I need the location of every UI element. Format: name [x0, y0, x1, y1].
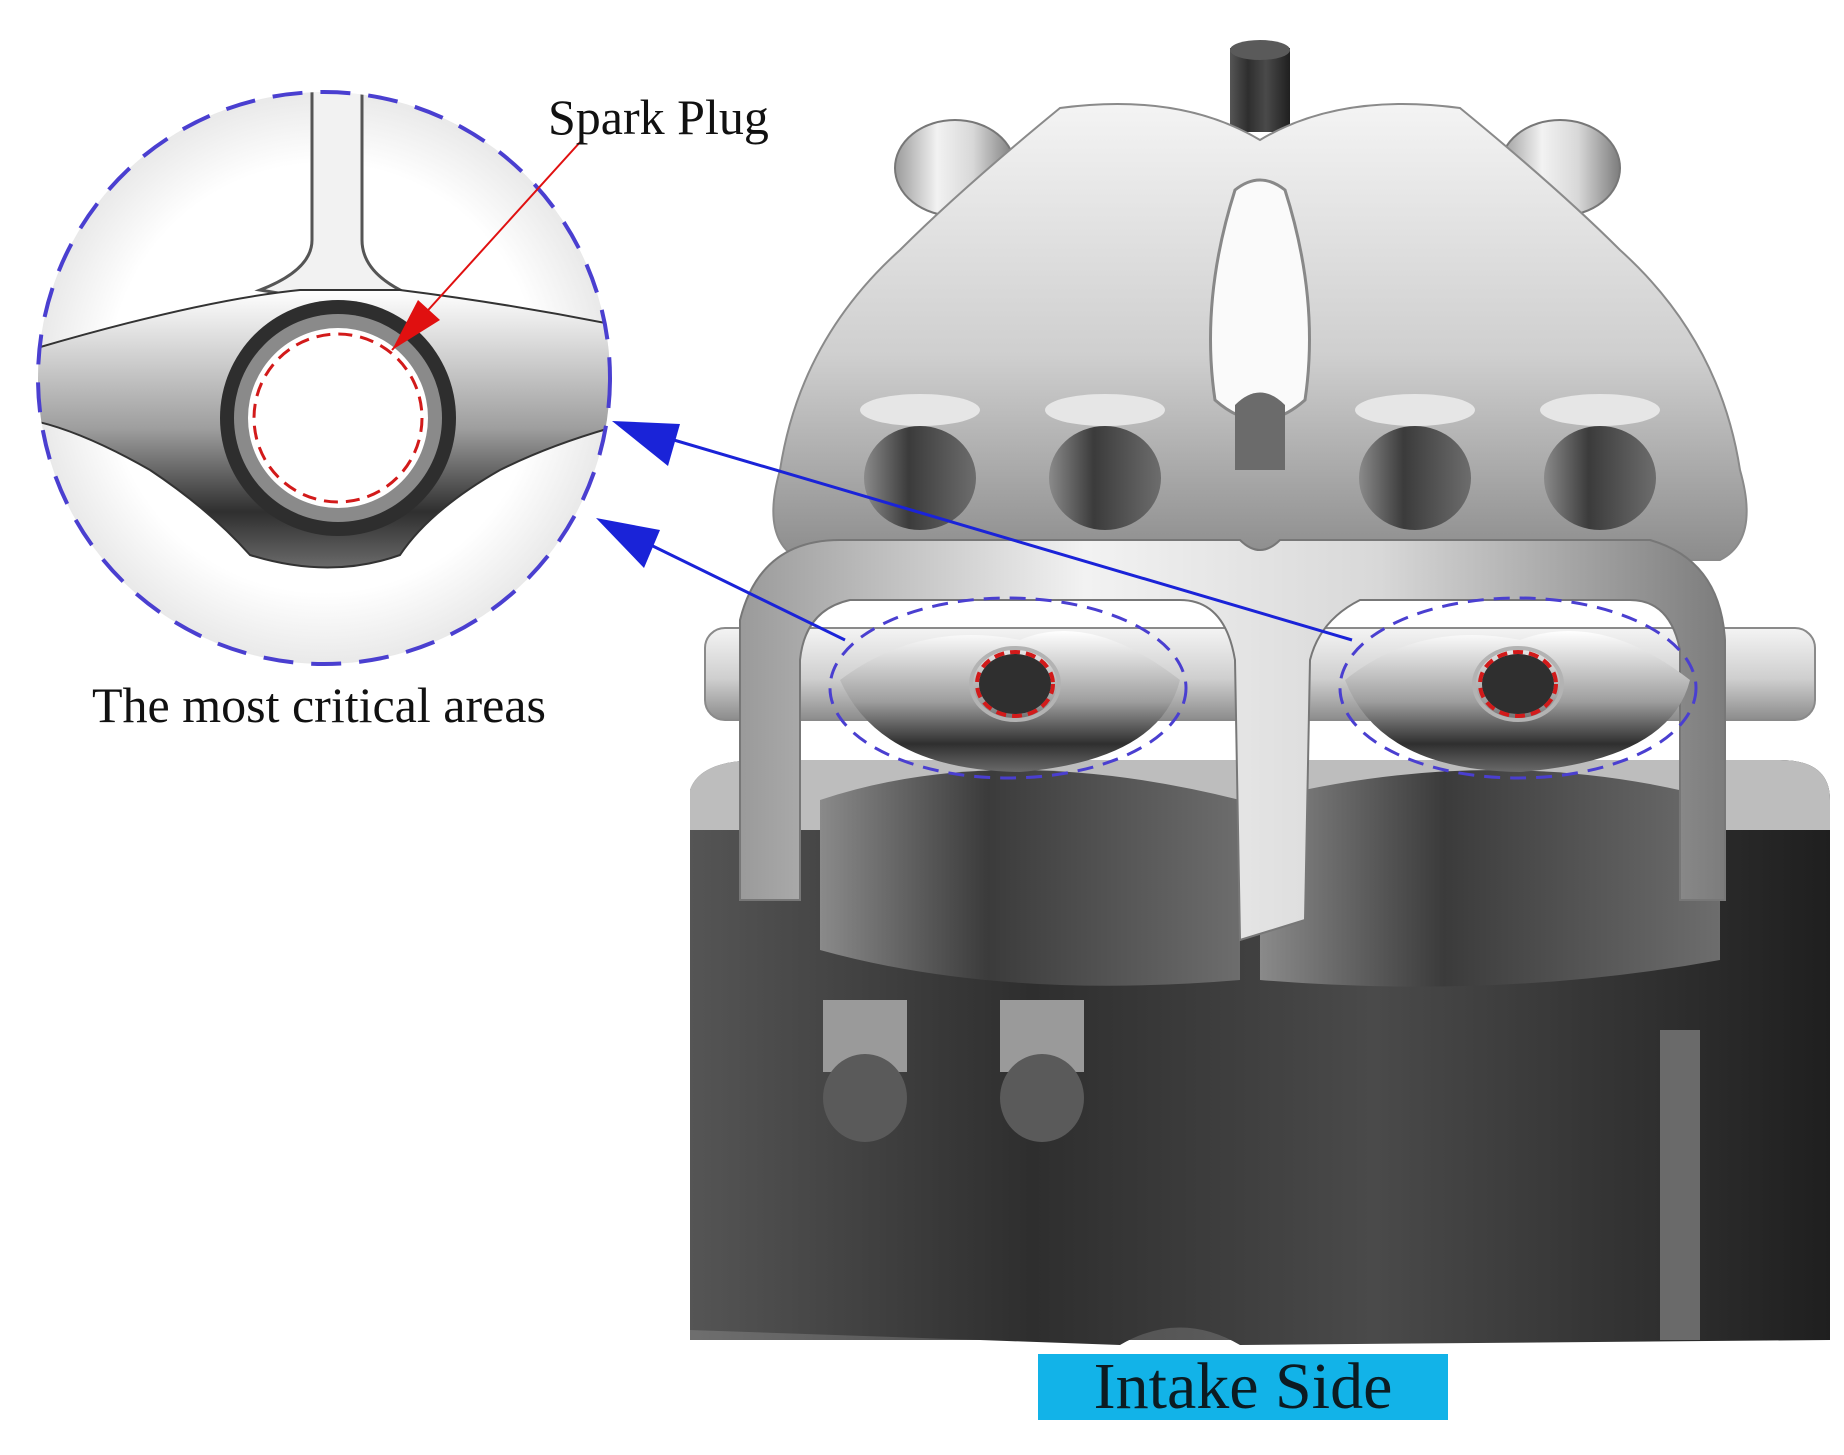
zoom-view	[36, 90, 612, 666]
spark-plug-ring	[252, 332, 424, 504]
critical-area-left	[828, 596, 1188, 780]
spark-ring-right	[1478, 650, 1558, 718]
core-model	[690, 40, 1830, 1345]
top-pin	[1230, 48, 1290, 132]
bottom-pins	[823, 1000, 1084, 1142]
spark-ring-left	[975, 650, 1055, 718]
chamber-left	[840, 631, 1180, 772]
leader-arrow-left	[619, 528, 846, 642]
intake-side-label: Intake Side	[1038, 1354, 1448, 1420]
chamber-right	[1345, 631, 1690, 772]
spark-plug-label: Spark Plug	[548, 89, 769, 145]
leader-arrow-right	[639, 428, 1353, 642]
critical-areas-label: The most critical areas	[92, 677, 546, 733]
critical-area-right	[1338, 596, 1698, 780]
zoom-outline	[36, 90, 612, 666]
plate-holes	[860, 394, 1660, 530]
frame-arms	[739, 539, 1726, 942]
